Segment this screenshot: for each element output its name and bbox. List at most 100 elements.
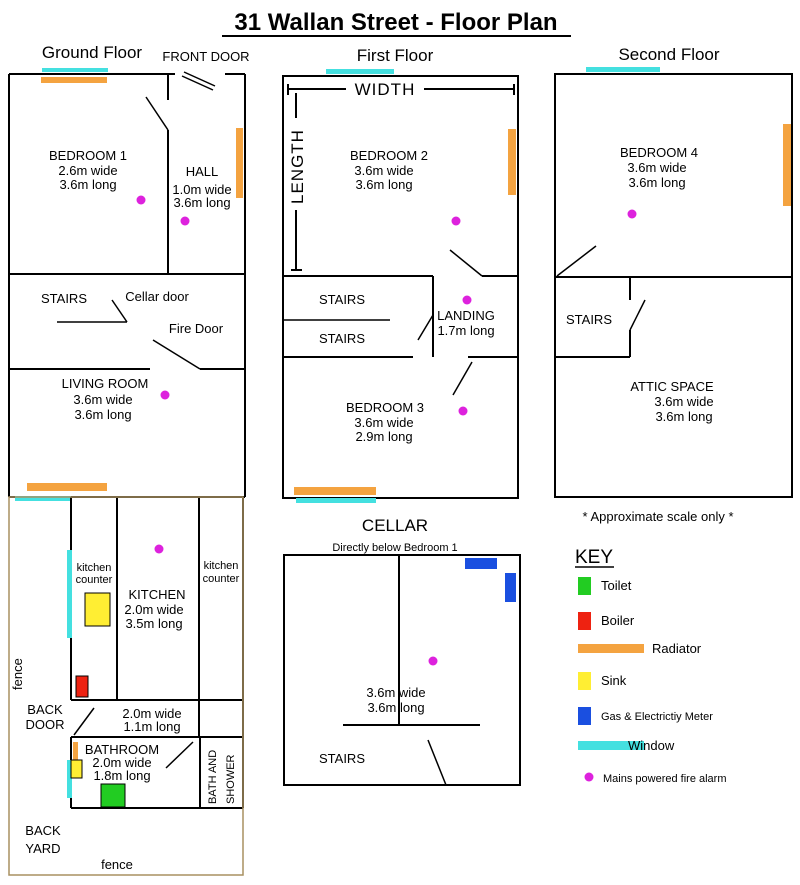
window-first-front: [326, 69, 394, 74]
width-dimension-label: WIDTH: [355, 80, 416, 99]
kitchen-name: KITCHEN: [128, 587, 185, 602]
front-door-label: FRONT DOOR: [162, 49, 249, 64]
bedroom2-name: BEDROOM 2: [350, 148, 428, 163]
scale-note: * Approximate scale only *: [582, 509, 733, 524]
bedroom3-width: 3.6m wide: [354, 415, 413, 430]
key-swatch-5: [578, 741, 644, 750]
ground-stairs-label: STAIRS: [41, 291, 87, 306]
radiator-bedroom3: [294, 487, 376, 495]
key-label-2: Radiator: [652, 641, 702, 656]
bedroom4-length: 3.6m long: [628, 175, 685, 190]
fire-alarm-bedroom4: [627, 209, 637, 219]
radiator-bedroom4: [783, 124, 791, 206]
fire-alarm-cellar: [428, 656, 438, 666]
bath-and-shower-line1: BATH AND: [207, 750, 219, 804]
meter-cellar-1: [465, 558, 497, 569]
first-stairs-lower-label: STAIRS: [319, 331, 365, 346]
living-room-length: 3.6m long: [74, 407, 131, 422]
kitchen-counter-right-line2: counter: [203, 573, 240, 585]
bathroom-width: 2.0m wide: [92, 755, 151, 770]
key-swatch-6: [584, 772, 594, 782]
back-door-line1: BACK: [27, 702, 63, 717]
bedroom1-name: BEDROOM 1: [49, 148, 127, 163]
passage-width: 2.0m wide: [122, 706, 181, 721]
cellar-title: CELLAR: [362, 516, 428, 535]
page-title: 31 Wallan Street - Floor Plan: [234, 9, 557, 36]
fire-alarm-bedroom2: [451, 216, 461, 226]
sink-kitchen: [84, 592, 111, 627]
first-floor-walls: [282, 75, 519, 499]
dimension-markers: [287, 84, 515, 271]
cellar-width: 3.6m wide: [366, 685, 425, 700]
passage-length: 1.1m long: [123, 719, 180, 734]
boiler: [75, 675, 89, 698]
living-room-width: 3.6m wide: [73, 392, 132, 407]
key-label-0: Toilet: [601, 578, 632, 593]
toilet: [100, 783, 126, 808]
bedroom3-name: BEDROOM 3: [346, 400, 424, 415]
window-second-front: [586, 67, 660, 72]
bedroom2-width: 3.6m wide: [354, 163, 413, 178]
window-ground-front: [42, 68, 108, 72]
kitchen-counter-left-line2: counter: [76, 574, 113, 586]
key-swatch-4: [578, 707, 591, 725]
bedroom3-length: 2.9m long: [355, 429, 412, 444]
first-floor-title: First Floor: [357, 46, 434, 65]
kitchen-width: 2.0m wide: [124, 602, 183, 617]
kitchen-counter-left-line1: kitchen: [77, 562, 112, 574]
window-kitchen: [67, 550, 72, 638]
attic-name: ATTIC SPACE: [630, 379, 714, 394]
kitchen-length: 3.5m long: [125, 616, 182, 631]
key-label-6: Mains powered fire alarm: [603, 773, 727, 785]
fire-door-label: Fire Door: [169, 321, 224, 336]
key-label-4: Gas & Electrictiy Meter: [601, 711, 713, 723]
window-bathroom: [67, 760, 72, 798]
landing-length: 1.7m long: [437, 323, 494, 338]
fire-alarm-landing: [462, 295, 472, 305]
sink-bathroom: [70, 759, 83, 779]
cellar-note: Directly below Bedroom 1: [332, 542, 457, 554]
back-yard-line2: YARD: [25, 841, 60, 856]
bathroom-length: 1.8m long: [93, 768, 150, 783]
bedroom2-length: 3.6m long: [355, 177, 412, 192]
radiator-ground-front: [41, 77, 107, 83]
key-swatch-0: [578, 577, 591, 595]
hall-length: 3.6m long: [173, 195, 230, 210]
fence-bottom-label: fence: [101, 857, 133, 872]
fire-alarm-kitchen: [154, 544, 164, 554]
radiator-bathroom: [73, 742, 78, 760]
ground-floor-title: Ground Floor: [42, 43, 142, 62]
window-living-room: [15, 496, 71, 501]
bedroom4-width: 3.6m wide: [627, 160, 686, 175]
key-label-3: Sink: [601, 673, 627, 688]
second-stairs-label: STAIRS: [566, 312, 612, 327]
fence-side-label: fence: [10, 658, 25, 690]
fire-alarm-living-room: [160, 390, 170, 400]
living-room-name: LIVING ROOM: [62, 376, 149, 391]
radiator-hall: [236, 128, 243, 198]
attic-length: 3.6m long: [655, 409, 712, 424]
radiator-living-room: [27, 483, 107, 491]
hall-width: 1.0m wide: [172, 182, 231, 197]
key-label-1: Boiler: [601, 613, 635, 628]
key-swatch-3: [578, 672, 591, 690]
key-heading: KEY: [575, 547, 613, 568]
cellar-length: 3.6m long: [367, 700, 424, 715]
fence-outline: [8, 496, 244, 876]
cellar-stairs-label: STAIRS: [319, 751, 365, 766]
key-swatch-2: [578, 644, 644, 653]
bedroom1-width: 2.6m wide: [58, 163, 117, 178]
key-swatch-1: [578, 612, 591, 630]
radiator-bedroom2: [508, 129, 516, 195]
back-door-line2: DOOR: [26, 717, 65, 732]
key-label-5: Window: [628, 738, 675, 753]
second-floor-walls: [554, 73, 793, 498]
bedroom4-name: BEDROOM 4: [620, 145, 698, 160]
cellar-door-label: Cellar door: [125, 289, 189, 304]
window-bedroom3: [296, 498, 376, 503]
bathroom-name: BATHROOM: [85, 742, 159, 757]
bedroom1-length: 3.6m long: [59, 177, 116, 192]
